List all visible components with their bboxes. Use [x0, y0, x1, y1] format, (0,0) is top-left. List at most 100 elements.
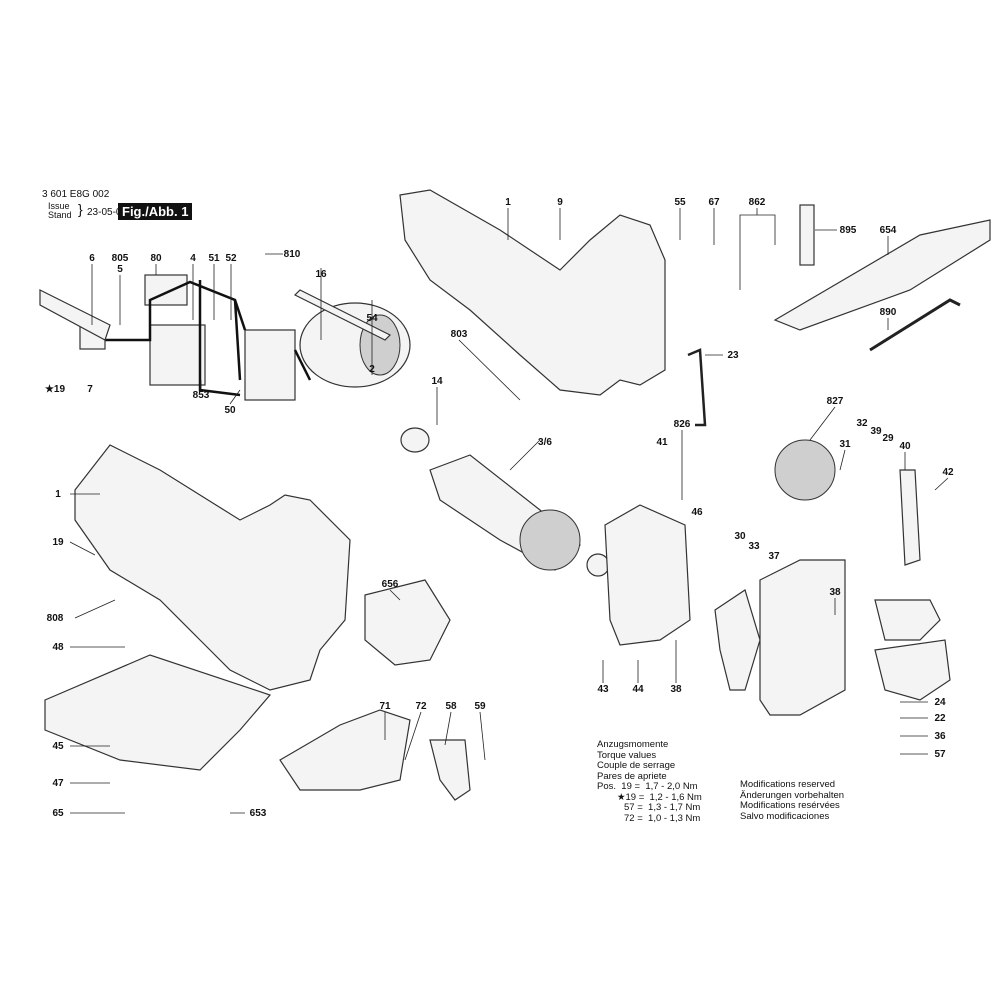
issue-label: Issue [48, 201, 70, 211]
label-41: 41 [656, 437, 668, 448]
label-67: 67 [708, 197, 720, 208]
label-862: 862 [749, 197, 766, 208]
label-890: 890 [880, 307, 897, 318]
label-810: 810 [284, 249, 301, 260]
label-38b: 38 [670, 684, 682, 695]
part-labels: 1 9 55 67 862 895 654 890 23 6 805 5 80 … [45, 197, 954, 819]
bearing-front [586, 553, 610, 577]
eccentric [714, 589, 761, 691]
label-39: 39 [870, 426, 882, 437]
modifications-notice: Modifications reserved Änderungen vorbeh… [740, 779, 845, 822]
spring-bar [293, 289, 392, 341]
housing-half-right [399, 189, 666, 396]
label-45: 45 [52, 741, 64, 752]
switch [149, 324, 206, 386]
wiring [105, 280, 312, 397]
label-656: 656 [382, 579, 399, 590]
torque-heading-es: Pares de apriete [597, 770, 667, 782]
label-30: 30 [734, 531, 746, 542]
torque-heading-fr: Couple de serrage [597, 760, 676, 771]
label-57: 57 [934, 749, 946, 760]
label-803: 803 [451, 329, 468, 340]
grease-tube [799, 204, 815, 266]
label-37: 37 [768, 551, 780, 562]
label-6: 6 [89, 253, 95, 264]
torque-value: 72 = 1,0 - 1,3 Nm [624, 812, 701, 824]
label-46: 46 [691, 507, 703, 518]
blade-guide-wire [687, 348, 707, 427]
issue-date: 23-05-04 [87, 207, 128, 218]
torque-value: Pos. 19 = 1,7 - 2,0 Nm [597, 781, 698, 792]
label-40: 40 [899, 441, 911, 452]
modification-line: Änderungen vorbehalten [740, 789, 845, 801]
label-52: 52 [225, 253, 237, 264]
chip-guard [364, 579, 451, 666]
label-654: 654 [880, 225, 897, 236]
blade-clamp [874, 599, 941, 641]
label-55: 55 [674, 197, 686, 208]
label-23: 23 [727, 350, 739, 361]
label-19: 19 [52, 537, 64, 548]
gear-housing [604, 504, 691, 646]
label-9: 9 [557, 197, 563, 208]
modification-line: Modifications resérvées [740, 800, 840, 811]
base-plate [44, 654, 272, 771]
label-54: 54 [366, 313, 378, 324]
dust-extraction [279, 709, 411, 791]
cable [39, 289, 111, 341]
lever [429, 739, 471, 801]
label-31: 31 [839, 439, 851, 450]
label-38: 38 [829, 587, 841, 598]
leader-lines [69, 208, 949, 814]
part-number: 3 601 E8G 002 [42, 189, 110, 200]
label-7: 7 [87, 384, 93, 395]
torque-value: ★19 = 1,2 - 1,6 Nm [617, 791, 702, 803]
label-51: 51 [208, 253, 220, 264]
extraction-adapter [773, 219, 991, 331]
modification-line: Modifications reserved [740, 779, 836, 790]
plunger-rod [899, 469, 921, 566]
label-4: 4 [190, 253, 196, 264]
label-24: 24 [934, 697, 946, 708]
hex-key [869, 298, 961, 352]
label-827: 827 [827, 396, 844, 407]
label-72: 72 [415, 701, 427, 712]
label-71: 71 [379, 701, 391, 712]
label-805: 805 [112, 253, 129, 264]
label-1b: 1 [55, 489, 61, 500]
stand-label: Stand [48, 210, 72, 220]
label-826: 826 [674, 419, 691, 430]
cover [874, 639, 951, 701]
fan [519, 509, 581, 571]
label-48: 48 [52, 642, 64, 653]
modification-line: Salvo modificaciones [740, 810, 830, 822]
gear [774, 439, 836, 501]
label-59: 59 [474, 701, 486, 712]
label-58: 58 [445, 701, 457, 712]
torque-heading-en: Torque values [597, 749, 657, 761]
label-5: 5 [117, 264, 123, 275]
label-44: 44 [632, 684, 644, 695]
label-36: 36 [934, 731, 946, 742]
torque-value: 57 = 1,3 - 1,7 Nm [624, 802, 701, 813]
label-star-19: ★19 [45, 384, 66, 395]
bearing [400, 427, 430, 453]
label-32: 32 [856, 418, 868, 429]
label-895: 895 [840, 225, 857, 236]
label-80: 80 [150, 253, 162, 264]
label-853: 853 [193, 390, 210, 401]
label-808: 808 [47, 613, 64, 624]
label-22: 22 [934, 713, 946, 724]
label-42: 42 [942, 467, 954, 478]
parts [39, 189, 991, 801]
figure-label: Fig./Abb. 1 [118, 203, 193, 220]
label-14: 14 [431, 376, 443, 387]
label-65: 65 [52, 808, 64, 819]
label-653: 653 [250, 808, 267, 819]
label-33: 33 [748, 541, 760, 552]
label-50: 50 [224, 405, 236, 416]
label-43: 43 [597, 684, 609, 695]
torque-values: Anzugsmomente Torque values Couple de se… [597, 739, 702, 824]
